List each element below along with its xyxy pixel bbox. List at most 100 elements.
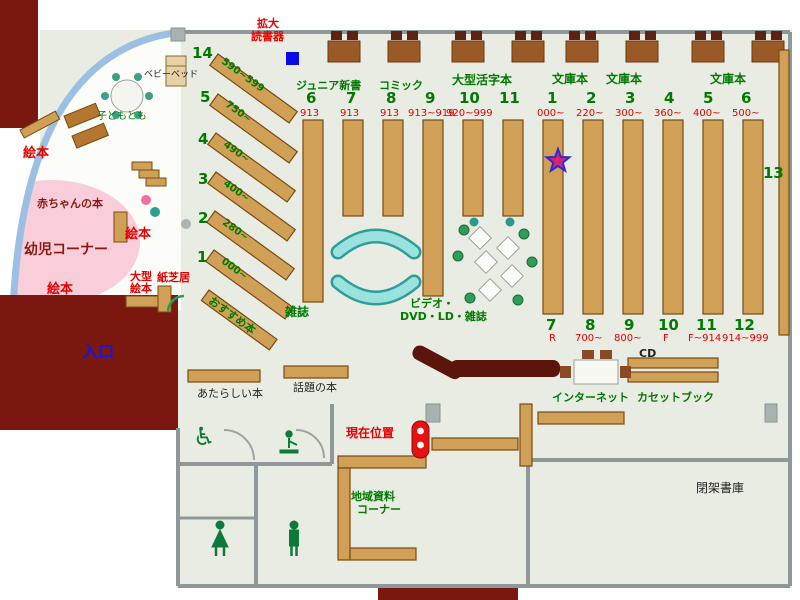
children-furniture <box>19 55 191 313</box>
picture-books-label: 絵本 <box>23 146 50 161</box>
topic-books-label: 話題の本 <box>293 381 337 394</box>
kodomo-label: 子どもとも <box>97 111 147 122</box>
entrance-label: 入口 <box>82 342 115 361</box>
diagonal-shelves <box>200 53 299 351</box>
stack-number: 10 <box>658 316 679 334</box>
stack-number: 7 <box>546 316 557 334</box>
current-location-marker <box>411 420 430 459</box>
regional-shelf <box>337 455 427 469</box>
internet-label: インターネット <box>552 391 629 404</box>
stack-number: 8 <box>386 89 397 107</box>
bunko-label: 文庫本 <box>552 72 589 86</box>
baby-books-label: 赤ちゃんの本 <box>37 197 103 210</box>
stack-range: 360~ <box>654 108 682 119</box>
stack-number: 6 <box>741 89 752 107</box>
bunko-label: 文庫本 <box>606 72 643 86</box>
large-picture-label-line1: 大型 <box>130 270 152 283</box>
video-label-line1: ビデオ・ <box>410 297 454 310</box>
stack-range: 800~ <box>614 333 642 344</box>
wall-shelf-13 <box>778 49 790 336</box>
diagonal-number: 2 <box>198 209 209 227</box>
cd-shelf <box>627 357 719 369</box>
stack-number: 8 <box>585 316 596 334</box>
outside-area <box>0 430 176 600</box>
cassette-label: カセットブック <box>637 391 714 404</box>
door-swing-icon <box>166 294 185 313</box>
bunko-label: 文庫本 <box>710 72 747 86</box>
stack-range: 000~ <box>537 108 565 119</box>
service-counter <box>412 345 560 380</box>
stack-number: 7 <box>346 89 357 107</box>
regional-label-line2: コーナー <box>357 503 401 516</box>
video-label-line2: DVD・LD・雑誌 <box>400 310 487 323</box>
new-books-label: あたらしい本 <box>197 387 263 400</box>
stack-range: 400~ <box>693 108 721 119</box>
diagonal-number: 1 <box>197 248 208 266</box>
junior-shinsho-label: ジュニア新書 <box>296 79 362 92</box>
curved-wall <box>9 28 182 311</box>
new-books-shelf <box>187 369 261 383</box>
baby-bed <box>165 55 187 87</box>
stack-range: 220~ <box>576 108 604 119</box>
round-table <box>110 79 144 113</box>
stack-range: 913 <box>300 108 320 119</box>
wall-shelf-number: 13 <box>763 164 784 182</box>
book-stacks <box>302 49 790 336</box>
stack-range: 300~ <box>615 108 643 119</box>
block-bottom <box>378 586 518 600</box>
large-picture-book-shelf <box>125 295 159 308</box>
stack-range: R <box>549 333 556 344</box>
stack-number: 11 <box>499 89 520 107</box>
current-location-label: 現在位置 <box>346 426 395 440</box>
cd-label: CD <box>639 347 657 360</box>
stack-range: F~914 <box>688 333 722 344</box>
stack-range: 920~999 <box>446 108 493 119</box>
recommended-shelf <box>200 289 278 351</box>
baby-care-icon <box>279 430 299 454</box>
kamishibai-label: 紙芝居 <box>157 271 190 284</box>
stack-range: 913~919 <box>408 108 455 119</box>
magnifier-device <box>286 52 299 65</box>
stack-range: F <box>663 333 669 344</box>
stack-number: 2 <box>586 89 597 107</box>
wheelchair-icon: ♿ <box>193 422 216 451</box>
stack-range: 913 <box>380 108 400 119</box>
topic-books-shelf <box>283 365 349 379</box>
block-topleft <box>0 0 38 128</box>
stack-number: 4 <box>664 89 675 107</box>
stack-number: 6 <box>306 89 317 107</box>
internet-table <box>560 350 631 385</box>
picture-books-label: 絵本 <box>125 227 152 242</box>
baby-books-area <box>13 180 140 304</box>
large-print-label: 大型活字本 <box>452 73 513 87</box>
infant-corner-label: 幼児コーナー <box>24 242 108 258</box>
stack-number: 1 <box>547 89 558 107</box>
closed-stacks-label: 閉架書庫 <box>696 481 745 495</box>
reading-tables <box>327 31 785 63</box>
study-pods <box>452 217 538 306</box>
comic-label: コミック <box>379 79 423 92</box>
stack-number: 12 <box>734 316 755 334</box>
south-shelves <box>187 357 719 561</box>
male-icon <box>289 520 299 556</box>
large-picture-label-line2: 絵本 <box>130 282 152 295</box>
regional-label-line1: 地域資料 <box>351 490 395 503</box>
stack-number: 3 <box>625 89 636 107</box>
magnifier-label-line1: 拡大 <box>257 17 279 30</box>
stack-range: 700~ <box>575 333 603 344</box>
pillars <box>170 27 778 423</box>
star-marker <box>543 146 573 174</box>
picture-books-label: 絵本 <box>47 282 74 297</box>
magazines-label: 雑誌 <box>285 305 310 319</box>
diagonal-number: 3 <box>198 170 209 188</box>
stack-number: 9 <box>425 89 436 107</box>
stack-range: 914~999 <box>722 333 769 344</box>
entrance-block <box>0 295 178 430</box>
solid-blocks <box>0 0 518 600</box>
diagonal-number: 14 <box>192 44 213 62</box>
diagonal-number: 4 <box>198 130 209 148</box>
baby-bed-label: ベビーベッド <box>144 70 199 80</box>
curved-benches <box>330 228 422 306</box>
